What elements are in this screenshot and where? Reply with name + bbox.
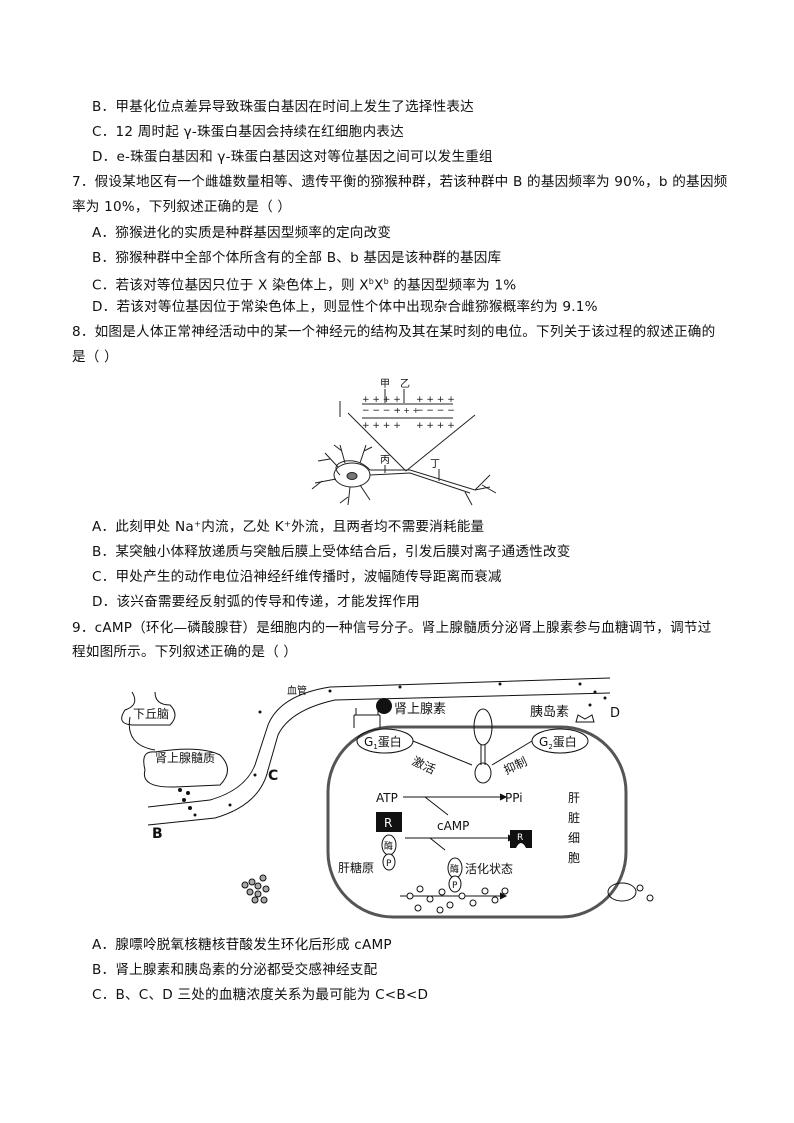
q7-option-d: D．若该对等位基因位于常染色体上，则显性个体中出现杂合雌猕猴概率约为 9.1%: [92, 299, 598, 315]
q7-c-post: 的基因型频率为 1%: [388, 277, 517, 294]
label-yi: 乙: [400, 378, 410, 390]
q9-option-a: A．腺嘌呤脱氧核糖核苷酸发生环化后形成 cAMP: [92, 937, 392, 953]
q7-stem-line1: 7．假设某地区有一个雌雄数量相等、遗传平衡的猕猴种群，若该种群中 B 的基因频率…: [72, 174, 728, 190]
label-liver-glycogen: 肝糖原: [338, 860, 374, 875]
label-r-2: R: [517, 833, 523, 843]
q8-option-b: B．某突触小体释放递质与突触后膜上受体结合后，引发后膜对离子通透性改变: [92, 544, 571, 560]
q9-option-c: C．B、C、D 三处的血糖浓度关系为最可能为 C<B<D: [92, 987, 429, 1003]
camp-regulation-figure: 下丘脑 肾上腺髓质 血管 B C D 肾上腺素 胰岛素 G1蛋白 G2蛋白 激活…: [121, 677, 654, 919]
q6-option-c: C．12 周时起 γ-珠蛋白基因会持续在红细胞内表达: [92, 124, 404, 140]
label-activated-state: 活化状态: [465, 862, 513, 876]
label-blood-vessel: 血管: [287, 684, 307, 697]
label-jia: 甲: [380, 379, 390, 390]
label-g2-protein: G2蛋白: [539, 734, 577, 751]
neuron-bottom-plus-right: + + + +: [416, 421, 455, 431]
q8-option-d: D．该兴奋需要经反射弧的传导和传递，才能发挥作用: [92, 594, 420, 610]
q8-option-c: C．甲处产生的动作电位沿神经纤维传播时，波幅随传导距离而衰减: [92, 569, 502, 585]
q7-c-sup1: b: [368, 277, 375, 286]
q7-c-pre: C．若该对等位基因只位于 X 染色体上，则 X: [92, 277, 369, 294]
neuron-figure: + + + + + + + + − − − − + + + − − − − + …: [311, 378, 497, 506]
q9-option-b: B．肾上腺素和胰岛素的分泌都受交感神经支配: [92, 962, 378, 978]
label-insulin: 胰岛素: [530, 704, 569, 720]
label-epinephrine: 肾上腺素: [394, 702, 446, 717]
q8-option-a: A．此刻甲处 Na⁺内流，乙处 K⁺外流，且两者均不需要消耗能量: [92, 519, 485, 535]
label-ppi: PPi: [505, 791, 523, 805]
q7-c-mid: X: [374, 277, 384, 294]
label-d: D: [610, 706, 620, 721]
q7-c-sup2: b: [383, 277, 389, 286]
neuron-top-plus: + + + +: [362, 395, 401, 405]
neuron-minus-row: − − − −: [362, 406, 401, 416]
label-enzyme: 酶: [384, 840, 393, 852]
q7-option-b: B．猕猴种群中全部个体所含有的全部 B、b 基因是该种群的基因库: [92, 250, 502, 266]
q6-option-b: B．甲基化位点差异导致珠蛋白基因在时间上发生了选择性表达: [92, 99, 474, 115]
q7-stem-line2: 率为 10%，下列叙述正确的是（ ）: [72, 199, 292, 215]
label-ding: 丁: [430, 459, 440, 470]
label-hypothalamus: 下丘脑: [133, 707, 169, 721]
q8-stem-line1: 8．如图是人体正常神经活动中的某一个神经元的结构及其在某时刻的电位。下列关于该过…: [72, 324, 716, 340]
label-liver-cell-2: 脏: [568, 810, 580, 825]
q7-option-a: A．猕猴进化的实质是种群基因型频率的定向改变: [92, 225, 392, 241]
label-liver-cell-1: 肝: [568, 791, 580, 805]
q7-option-c: C．若该对等位基因只位于 X 染色体上，则 XbXb 的基因型频率为 1%: [92, 273, 516, 295]
label-p-active: P: [452, 881, 458, 891]
label-b: B: [152, 826, 163, 842]
label-atp: ATP: [376, 791, 398, 805]
q9-stem-line2: 程如图所示。下列叙述正确的是（ ）: [72, 644, 298, 660]
label-liver-cell-4: 胞: [568, 851, 580, 865]
label-activate: 激活: [410, 754, 438, 777]
neuron-minus-row-right: − − − −: [416, 406, 455, 416]
neuron-bottom-plus: + + + +: [362, 421, 401, 431]
neuron-mid-plus: + + +: [394, 406, 419, 415]
q9-stem-line1: 9．cAMP（环化—磷酸腺苷）是细胞内的一种信号分子。肾上腺髓质分泌肾上腺素参与…: [72, 620, 712, 636]
neuron-top-plus-right: + + + +: [416, 395, 455, 405]
label-liver-cell-3: 细: [568, 831, 580, 845]
q8-stem-line2: 是（ ）: [72, 349, 118, 365]
label-bing: 丙: [380, 455, 390, 466]
label-adrenal-medulla: 肾上腺髓质: [155, 751, 215, 765]
label-enzyme-active: 酶: [450, 863, 459, 875]
label-camp: cAMP: [437, 819, 469, 833]
label-r: R: [384, 816, 392, 830]
label-g1-protein: G1蛋白: [364, 734, 402, 751]
q6-option-d: D．e-珠蛋白基因和 γ-珠蛋白基因这对等位基因之间可以发生重组: [92, 149, 493, 165]
label-c: C: [268, 768, 278, 784]
label-p: P: [386, 859, 392, 869]
